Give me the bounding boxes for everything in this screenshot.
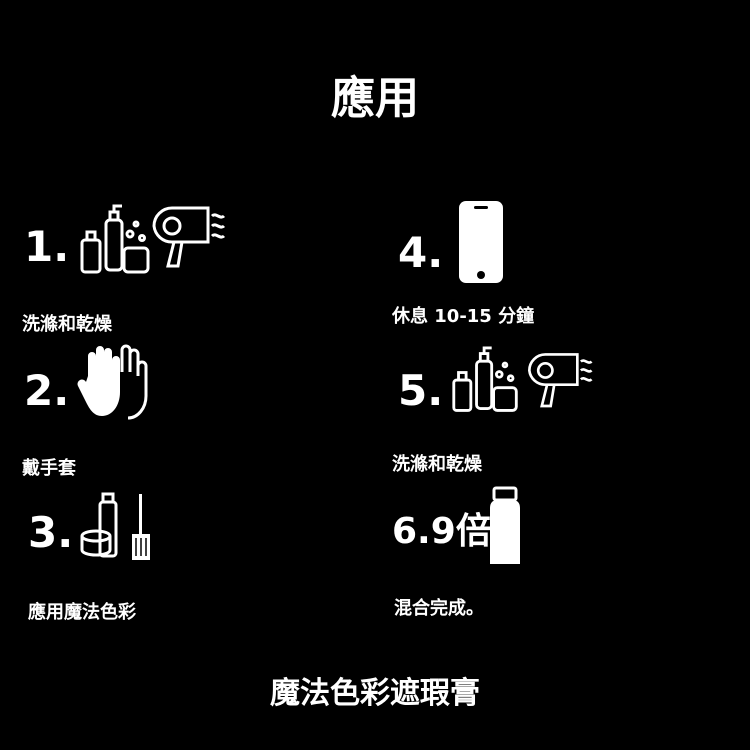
shampoo-bottles-icon (452, 346, 518, 412)
brush-icon (132, 494, 150, 560)
product-name: 魔法色彩遮瑕膏 (270, 676, 480, 711)
hair-dryer-icon (527, 353, 593, 408)
step-5-number: 5. (398, 366, 444, 415)
hair-dryer-icon (152, 206, 226, 268)
mix-ratio: 6.9倍 (392, 511, 492, 552)
step-2-caption: 戴手套 (22, 458, 76, 479)
step-1-number: 1. (24, 222, 70, 271)
step-1-caption: 洗滌和乾燥 (22, 314, 112, 335)
smartphone-icon (459, 201, 503, 283)
bottle-icon (490, 486, 520, 564)
step-5-caption: 洗滌和乾燥 (392, 454, 482, 475)
step-2-number: 2. (24, 366, 70, 415)
step-4-number: 4. (398, 228, 444, 277)
step-6-caption: 混合完成。 (394, 598, 484, 619)
gloves-icon (77, 344, 148, 420)
shampoo-bottles-icon (80, 204, 150, 274)
page-title: 應用 (331, 73, 419, 124)
step-4-caption: 休息 10-15 分鐘 (392, 306, 535, 327)
step-3-caption: 應用魔法色彩 (28, 602, 136, 623)
step-3-number: 3. (28, 508, 74, 557)
color-kit-icon (80, 492, 118, 558)
